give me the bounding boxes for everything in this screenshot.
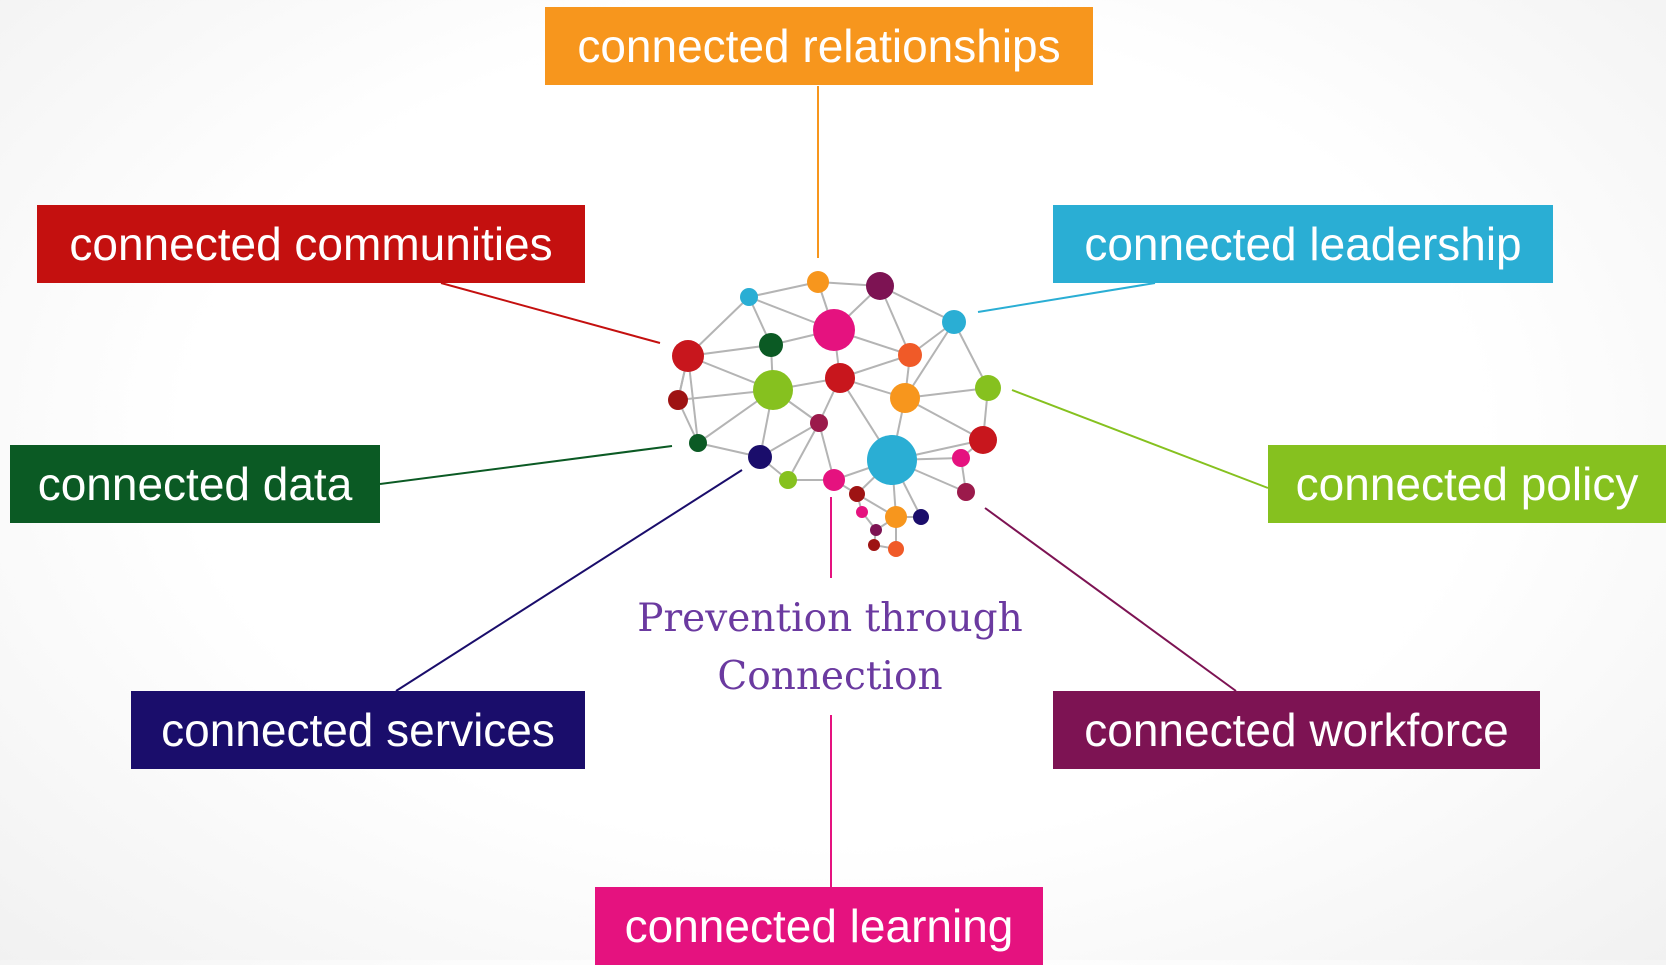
brain-edge: [748, 281, 819, 298]
brain-node: [748, 445, 772, 469]
brain-nodes: [668, 271, 1001, 557]
connector-communities: [440, 282, 661, 344]
center-title-line-1: Prevention through: [637, 596, 1023, 641]
node-connected-services: connected services: [131, 691, 585, 769]
brain-node: [957, 483, 975, 501]
brain-node: [668, 390, 688, 410]
brain-node: [856, 506, 868, 518]
brain-node: [689, 434, 707, 452]
brain-edge: [787, 422, 820, 481]
brain-node: [740, 288, 758, 306]
brain-node: [969, 426, 997, 454]
brain-edge: [904, 321, 955, 399]
node-connected-policy: connected policy: [1268, 445, 1666, 523]
connector-workforce: [984, 507, 1237, 692]
brain-node: [807, 271, 829, 293]
brain-node: [975, 375, 1001, 401]
brain-node: [759, 333, 783, 357]
brain-node: [849, 486, 865, 502]
brain-node: [753, 370, 793, 410]
connector-leadership: [977, 282, 1156, 313]
brain-node: [898, 343, 922, 367]
brain-node: [810, 414, 828, 432]
connector-data: [379, 445, 673, 485]
brain-node: [888, 541, 904, 557]
connector-policy: [1011, 389, 1269, 489]
brain-node: [885, 506, 907, 528]
node-connected-learning: connected learning: [595, 887, 1043, 965]
node-connected-communities: connected communities: [37, 205, 585, 283]
brain-node: [825, 363, 855, 393]
node-connected-leadership: connected leadership: [1053, 205, 1553, 283]
brain-node: [913, 509, 929, 525]
node-connected-data: connected data: [10, 445, 380, 523]
brain-node: [813, 309, 855, 351]
center-title: Prevention through Connection: [580, 590, 1080, 706]
brain-node: [867, 435, 917, 485]
brain-node: [672, 340, 704, 372]
brain-node: [942, 310, 966, 334]
brain-node: [779, 471, 797, 489]
brain-node: [870, 524, 882, 536]
brain-node: [868, 539, 880, 551]
brain-network-graphic: [668, 271, 1001, 557]
brain-node: [823, 469, 845, 491]
connector-lines: [379, 86, 1269, 887]
node-connected-relationships: connected relationships: [545, 7, 1093, 85]
connector-services: [395, 469, 743, 692]
center-title-line-2: Connection: [717, 654, 943, 699]
brain-node: [952, 449, 970, 467]
node-connected-workforce: connected workforce: [1053, 691, 1540, 769]
brain-node: [890, 383, 920, 413]
brain-node: [866, 272, 894, 300]
